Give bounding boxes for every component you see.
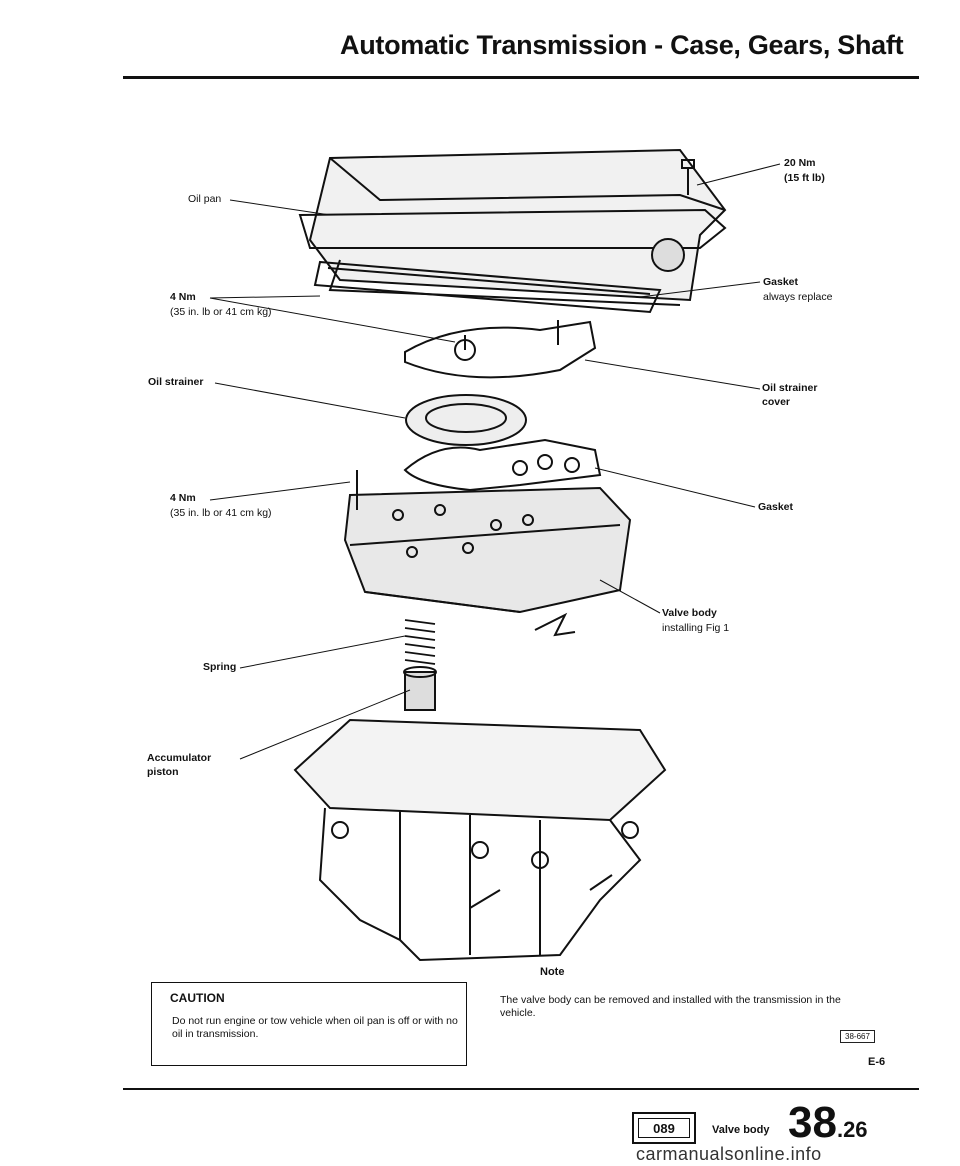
label-oil-pan: Oil pan: [188, 193, 222, 205]
label-torque-4nm-a-imperial: (35 in. lb or 41 cm kg): [170, 306, 272, 318]
note-text: The valve body can be removed and instal…: [500, 994, 841, 1019]
label-torque-4nm-b: 4 Nm: [170, 492, 196, 504]
caution-text: Do not run engine or tow vehicle when oi…: [172, 1015, 458, 1040]
model-code-box: 089: [632, 1112, 696, 1144]
label-gasket-b: Gasket: [758, 501, 794, 513]
page-code: E-6: [868, 1056, 886, 1068]
label-torque-20nm: 20 Nm: [784, 157, 816, 169]
label-torque-20nm-imperial: (15 ft lb): [784, 172, 825, 184]
label-valve-body: Valve body: [662, 607, 717, 619]
watermark-text: carmanualsonline.info: [636, 1144, 822, 1164]
label-oil-strainer-cover-line1: Oil strainer: [762, 382, 818, 394]
section-label: Valve body: [712, 1124, 770, 1136]
caution-box: CAUTION Do not run engine or tow vehicle…: [151, 982, 467, 1066]
label-oil-strainer: Oil strainer: [148, 376, 204, 388]
section-number: 38.26: [788, 1098, 868, 1148]
footer-rule: [123, 1088, 919, 1090]
note-title: Note: [540, 966, 565, 978]
section-number-sub: .26: [836, 1117, 868, 1142]
label-valve-body-note: installing Fig 1: [662, 622, 730, 634]
label-accumulator-line2: piston: [147, 766, 179, 778]
label-torque-4nm-b-imperial: (35 in. lb or 41 cm kg): [170, 507, 272, 519]
label-spring: Spring: [203, 661, 237, 673]
caution-title: CAUTION: [170, 991, 225, 1005]
label-gasket-a: Gasket: [763, 276, 799, 288]
header-rule: [123, 76, 919, 79]
model-code: 089: [638, 1118, 690, 1138]
section-number-main: 38: [788, 1098, 837, 1147]
label-gasket-a-note: always replace: [763, 291, 833, 303]
figure-reference: 38-667: [840, 1030, 875, 1043]
label-oil-strainer-cover-line2: cover: [762, 396, 791, 408]
label-torque-4nm-a: 4 Nm: [170, 291, 196, 303]
label-accumulator-line1: Accumulator: [147, 752, 212, 764]
page-title: Automatic Transmission - Case, Gears, Sh…: [340, 30, 904, 60]
